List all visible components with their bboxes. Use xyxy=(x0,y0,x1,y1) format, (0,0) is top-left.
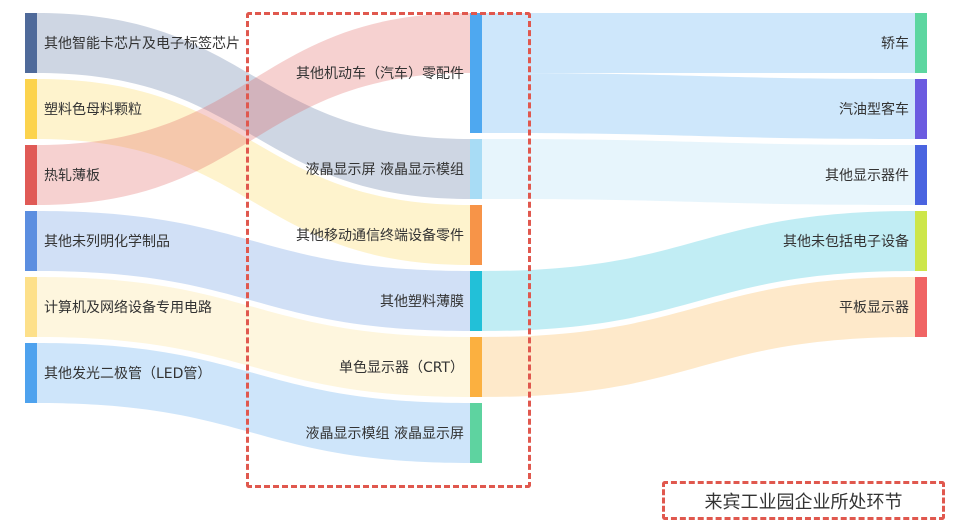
node-n5[interactable] xyxy=(25,343,37,403)
node-label-n2: 热轧薄板 xyxy=(44,168,100,184)
node-m4[interactable] xyxy=(470,337,482,397)
link-m1-r2[interactable] xyxy=(482,139,915,205)
node-label-r1: 汽油型客车 xyxy=(839,101,909,118)
link-n2-m0[interactable] xyxy=(37,13,470,205)
node-r3[interactable] xyxy=(915,211,927,271)
node-n4[interactable] xyxy=(25,277,37,337)
node-label-r0: 轿车 xyxy=(881,35,909,52)
link-m4-r4[interactable] xyxy=(482,277,915,397)
highlight-legend: 来宾工业园企业所处环节 xyxy=(662,481,945,520)
link-n0-m1[interactable] xyxy=(37,13,470,199)
node-n3[interactable] xyxy=(25,211,37,271)
node-m0[interactable] xyxy=(470,13,482,133)
node-label-r4: 平板显示器 xyxy=(839,300,909,316)
node-r1[interactable] xyxy=(915,79,927,139)
node-label-m3: 其他塑料薄膜 xyxy=(380,294,464,310)
node-r0[interactable] xyxy=(915,13,927,73)
node-label-n3: 其他未列明化学制品 xyxy=(44,234,170,250)
node-n1[interactable] xyxy=(25,79,37,139)
node-label-n1: 塑料色母料颗粒 xyxy=(44,101,142,118)
link-m0-r0[interactable] xyxy=(482,13,915,73)
link-m3-r3[interactable] xyxy=(482,211,915,331)
links xyxy=(37,13,915,463)
nodes: 其他智能卡芯片及电子标签芯片塑料色母料颗粒热轧薄板其他未列明化学制品计算机及网络… xyxy=(25,13,927,463)
node-m1[interactable] xyxy=(470,139,482,199)
node-m3[interactable] xyxy=(470,271,482,331)
link-n1-m2[interactable] xyxy=(37,79,470,265)
link-n5-m5[interactable] xyxy=(37,343,470,463)
node-n2[interactable] xyxy=(25,145,37,205)
node-m5[interactable] xyxy=(470,403,482,463)
node-label-m1: 液晶显示屏 液晶显示模组 xyxy=(306,162,464,178)
link-n4-m4[interactable] xyxy=(37,277,470,397)
node-n0[interactable] xyxy=(25,13,37,73)
node-label-r2: 其他显示器件 xyxy=(825,168,909,184)
link-n3-m3[interactable] xyxy=(37,211,470,331)
node-label-m0: 其他机动车（汽车）零配件 xyxy=(296,65,464,82)
link-m0-r1[interactable] xyxy=(482,73,915,139)
node-label-n4: 计算机及网络设备专用电路 xyxy=(44,299,212,316)
node-r4[interactable] xyxy=(915,277,927,337)
node-label-m4: 单色显示器（CRT） xyxy=(339,359,464,376)
node-r2[interactable] xyxy=(915,145,927,205)
node-label-r3: 其他未包括电子设备 xyxy=(783,233,909,250)
node-label-n5: 其他发光二极管（LED管） xyxy=(44,366,211,382)
node-label-m2: 其他移动通信终端设备零件 xyxy=(296,227,464,244)
highlight-box-middle-column xyxy=(246,12,531,488)
highlight-legend-label: 来宾工业园企业所处环节 xyxy=(704,491,903,513)
node-label-n0: 其他智能卡芯片及电子标签芯片 xyxy=(44,35,240,52)
node-label-m5: 液晶显示模组 液晶显示屏 xyxy=(306,426,464,442)
node-m2[interactable] xyxy=(470,205,482,265)
